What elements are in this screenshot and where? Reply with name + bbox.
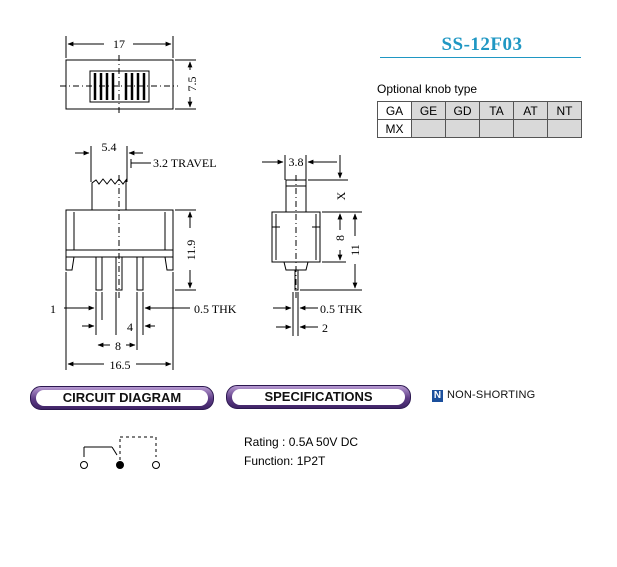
- dim-thk-side: 0.5 THK: [320, 302, 363, 316]
- knob-cell: TA: [479, 101, 514, 120]
- title-underline: [380, 57, 581, 58]
- dim-travel: 3.2 TRAVEL: [153, 156, 217, 170]
- dim-pitch-4: 4: [127, 320, 133, 334]
- knob-cell: [411, 119, 446, 138]
- contact-right: [152, 461, 160, 469]
- specifications-label: SPECIFICATIONS: [232, 389, 405, 405]
- circuit-diagram-label: CIRCUIT DIAGRAM: [36, 390, 208, 406]
- dim-side-width: 3.8: [289, 155, 304, 169]
- top-view: [60, 36, 196, 115]
- spec-function: Function: 1P2T: [244, 454, 326, 468]
- dim-knob-width: 5.4: [102, 140, 117, 154]
- circuit-diagram-badge: CIRCUIT DIAGRAM: [30, 386, 214, 410]
- dim-body-height: 11.9: [184, 240, 198, 261]
- knob-cell: GE: [411, 101, 446, 120]
- side-view: [262, 155, 362, 336]
- knob-cell: MX: [377, 119, 412, 138]
- knob-cell: AT: [513, 101, 548, 120]
- dim-pin-left: 1: [50, 302, 56, 316]
- spec-rating: Rating : 0.5A 50V DC: [244, 435, 359, 449]
- non-shorting-label: NON-SHORTING: [447, 389, 536, 401]
- knob-cell: [547, 119, 582, 138]
- specifications-badge: SPECIFICATIONS: [226, 385, 411, 409]
- knob-type-caption: Optional knob type: [377, 82, 478, 96]
- knob-cell: [445, 119, 480, 138]
- dim-side-2: 2: [322, 321, 328, 335]
- knob-cell: GD: [445, 101, 480, 120]
- dim-thk-front: 0.5 THK: [194, 302, 237, 316]
- circuit-diagram: [80, 436, 160, 469]
- contact-left: [80, 461, 88, 469]
- contact-common: [116, 461, 124, 469]
- front-view: [64, 146, 196, 370]
- dim-side-11: 11: [348, 244, 362, 256]
- dim-top-height: 7.5: [185, 77, 199, 92]
- model-title: SS-12F03: [441, 34, 523, 55]
- knob-cell: [479, 119, 514, 138]
- knob-cell: [513, 119, 548, 138]
- dim-pitch-8: 8: [115, 339, 121, 353]
- knob-cell: NT: [547, 101, 582, 120]
- dim-side-8: 8: [333, 235, 347, 241]
- dim-side-x: X: [334, 191, 348, 200]
- knob-cell: GA: [377, 101, 412, 120]
- knob-type-table: GA GE GD TA AT NT MX: [377, 101, 582, 138]
- dim-top-width: 17: [113, 37, 125, 51]
- non-shorting-icon: N: [432, 390, 443, 402]
- dim-overall: 16.5: [110, 358, 131, 372]
